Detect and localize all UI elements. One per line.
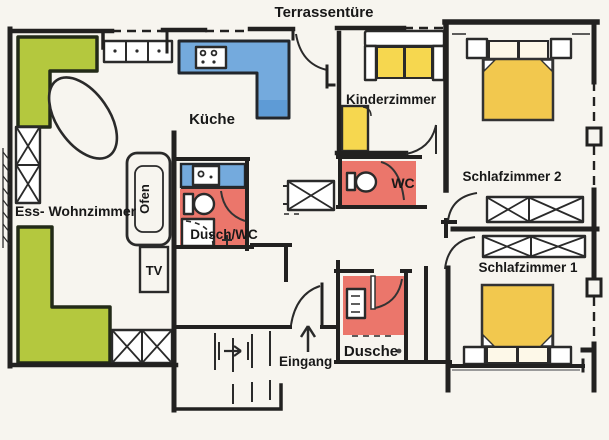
label-kinderzimmer: Kinderzimmer	[346, 92, 437, 107]
label-tv: TV	[146, 263, 163, 278]
label-schlafzimmer-2: Schlafzimmer 2	[462, 169, 561, 184]
kitchen-counter-shade	[259, 100, 287, 116]
sz1-pillow	[486, 346, 518, 364]
wall-hatching	[2, 151, 11, 246]
sz1-door-arc	[444, 236, 476, 270]
kids-bed-mattress	[376, 46, 405, 79]
sz2-bed-fold	[539, 59, 553, 73]
sz1-bed	[480, 283, 555, 349]
stove-inner	[134, 165, 164, 233]
hall-cupboard-x	[288, 181, 334, 210]
dusche-washbasin-taps	[351, 295, 360, 313]
dusche-door-arc	[374, 278, 403, 309]
sideboard-knob	[157, 49, 161, 53]
label-ofen: Ofen	[137, 184, 152, 214]
staircase	[214, 331, 271, 404]
kids-bed-rail-right	[431, 44, 446, 82]
stove-outline	[125, 151, 172, 247]
sz1-nightstand-right	[548, 345, 573, 366]
washbasin-tap	[209, 175, 213, 179]
wc-toilet-bowl	[354, 171, 378, 193]
sofa-bottom-left	[16, 225, 112, 365]
sz2-pillow	[518, 40, 549, 60]
label-eingang: Eingang	[279, 354, 332, 369]
sz2-bed	[481, 57, 555, 122]
kids-bed-rail-left	[363, 44, 378, 82]
walls	[2, 19, 603, 413]
sz2-nightstand-right	[549, 37, 573, 60]
wc-door-arc	[380, 161, 405, 201]
sz2-pillow	[488, 40, 519, 60]
sz2-nightstand-left	[465, 37, 489, 60]
sz1-wardrobe	[481, 234, 587, 259]
kids-bed-mattress	[404, 46, 433, 79]
kids-wardrobe-door-mark	[362, 106, 372, 117]
label-schlafzimmer-1: Schlafzimmer 1	[478, 260, 578, 275]
terrace-door-arc	[295, 33, 328, 71]
duschwc-door-arc	[220, 190, 246, 222]
sideboard-knob	[113, 49, 117, 53]
sz2-bed-fold	[483, 59, 497, 73]
label-kueche: Küche	[189, 111, 235, 128]
washbasin-drain	[197, 170, 205, 178]
hall-cupboard-stub	[283, 185, 288, 205]
sz1-bed-fold	[482, 333, 496, 347]
entrance-arrow	[299, 325, 317, 352]
tv-box	[138, 245, 170, 294]
living-wardrobe-x	[112, 330, 172, 363]
sz1-nightstand-left	[462, 345, 487, 366]
kids-bed-headboard	[363, 29, 446, 48]
cooktop-burner	[201, 60, 205, 64]
sz1-pillow	[517, 346, 549, 364]
living-window-x	[16, 127, 40, 203]
sz1-wardrobe-x	[483, 236, 585, 257]
label-dusche: Dusche	[344, 343, 398, 360]
sz1-bed-fold	[539, 333, 553, 347]
dusche-handle-dot	[396, 348, 402, 354]
toilet-tank	[182, 192, 195, 216]
label-wc: WC	[391, 175, 414, 191]
label-terrassentuere: Terrassentüre	[275, 4, 374, 21]
label-ess-wohnzimmer: Ess- Wohnzimmer	[15, 203, 137, 219]
cooktop-burner	[199, 49, 207, 57]
label-dusch-wc: Dusch/WC	[190, 227, 258, 242]
cooktop-burner	[212, 60, 216, 64]
washbasin	[191, 164, 221, 187]
cooktop-burner	[210, 49, 218, 57]
dining-table	[47, 76, 119, 160]
kids-door-arc	[405, 124, 437, 155]
cooktop	[194, 45, 228, 70]
stair-direction-arrow	[224, 345, 242, 357]
stair-direction-ticks	[218, 342, 249, 360]
toilet-bowl	[192, 192, 216, 216]
kids-wardrobe	[340, 104, 370, 153]
faucet-cross	[222, 235, 232, 245]
entrance-door-arc	[290, 285, 321, 326]
shower-door-arc	[185, 220, 214, 246]
sz2-wardrobe-x	[487, 197, 583, 222]
wc-toilet-tank	[345, 171, 357, 192]
dusche-door-leaf	[370, 275, 376, 310]
sz2-door-arc	[447, 192, 478, 222]
sideboard-knob	[135, 49, 139, 53]
